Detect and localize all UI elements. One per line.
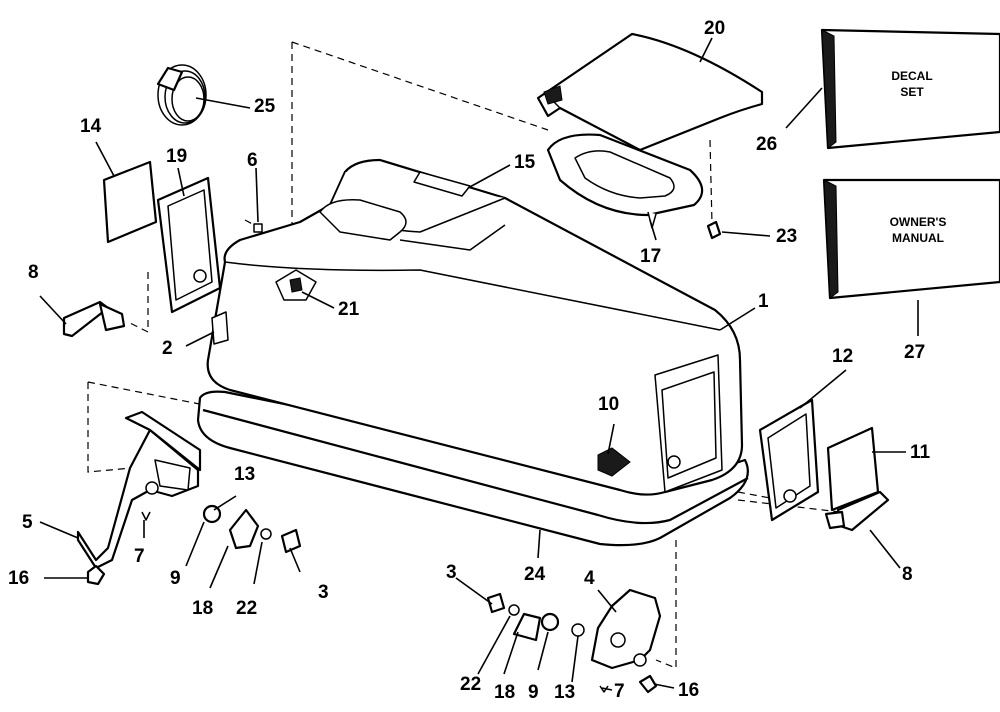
screw-23 bbox=[706, 220, 722, 240]
bracket-left bbox=[76, 410, 202, 570]
callout-3a: 3 bbox=[318, 582, 329, 603]
callout-19: 19 bbox=[166, 146, 187, 167]
owners-manual-box: OWNER'S MANUAL bbox=[822, 178, 1000, 300]
decal-set-box: DECAL SET bbox=[820, 28, 1000, 150]
callout-26: 26 bbox=[756, 134, 777, 155]
callout-9a: 9 bbox=[170, 568, 181, 589]
callout-15: 15 bbox=[514, 152, 536, 173]
callout-1: 1 bbox=[758, 291, 769, 312]
callout-10: 10 bbox=[598, 394, 619, 415]
decal-box-line1: DECAL bbox=[891, 69, 932, 83]
callout-8b: 8 bbox=[902, 564, 913, 585]
decal-box-line2: SET bbox=[900, 85, 924, 99]
top-hatch bbox=[536, 32, 764, 152]
callout-27: 27 bbox=[904, 342, 925, 363]
callout-17: 17 bbox=[640, 246, 661, 267]
hardware-right bbox=[486, 592, 658, 694]
side-frame-left bbox=[156, 176, 222, 314]
callout-23: 23 bbox=[776, 226, 797, 247]
callout-11: 11 bbox=[910, 442, 931, 463]
callout-14: 14 bbox=[80, 116, 102, 137]
callout-22b: 22 bbox=[460, 674, 481, 695]
callout-20: 20 bbox=[704, 18, 725, 39]
manual-box-line2: MANUAL bbox=[892, 231, 944, 245]
callout-4: 4 bbox=[584, 568, 595, 589]
callout-13a: 13 bbox=[234, 464, 255, 485]
callout-16a: 16 bbox=[8, 568, 29, 589]
hatch-seal bbox=[546, 133, 704, 229]
callout-21: 21 bbox=[338, 299, 360, 320]
callout-labels: 1 2 3 3 4 5 6 7 7 8 8 9 9 10 11 12 13 13… bbox=[8, 18, 931, 703]
cable-assembly bbox=[156, 64, 207, 126]
callout-22a: 22 bbox=[236, 598, 257, 619]
callout-7a: 7 bbox=[134, 546, 145, 567]
gasket-panel-left bbox=[102, 160, 158, 244]
callout-16b: 16 bbox=[678, 680, 699, 701]
callout-18a: 18 bbox=[192, 598, 213, 619]
manual-box-line1: OWNER'S bbox=[890, 215, 947, 229]
callout-6: 6 bbox=[247, 150, 258, 171]
bracket-right bbox=[590, 588, 662, 670]
engine-cover bbox=[196, 158, 749, 547]
callout-3b: 3 bbox=[446, 562, 457, 583]
callout-5: 5 bbox=[22, 512, 33, 533]
callout-9b: 9 bbox=[528, 682, 539, 703]
screw-6 bbox=[253, 223, 263, 233]
hardware-left bbox=[86, 504, 302, 586]
callout-2: 2 bbox=[162, 338, 173, 359]
callout-25: 25 bbox=[254, 96, 276, 117]
callout-24: 24 bbox=[524, 564, 546, 585]
side-frame-right bbox=[758, 398, 820, 522]
callout-18b: 18 bbox=[494, 682, 515, 703]
callout-12: 12 bbox=[832, 346, 853, 367]
latch-left bbox=[62, 300, 126, 338]
latch-right bbox=[824, 490, 890, 532]
callout-13b: 13 bbox=[554, 682, 575, 703]
callout-7b: 7 bbox=[614, 681, 625, 702]
leader-lines bbox=[39, 37, 919, 691]
callout-8a: 8 bbox=[28, 262, 39, 283]
